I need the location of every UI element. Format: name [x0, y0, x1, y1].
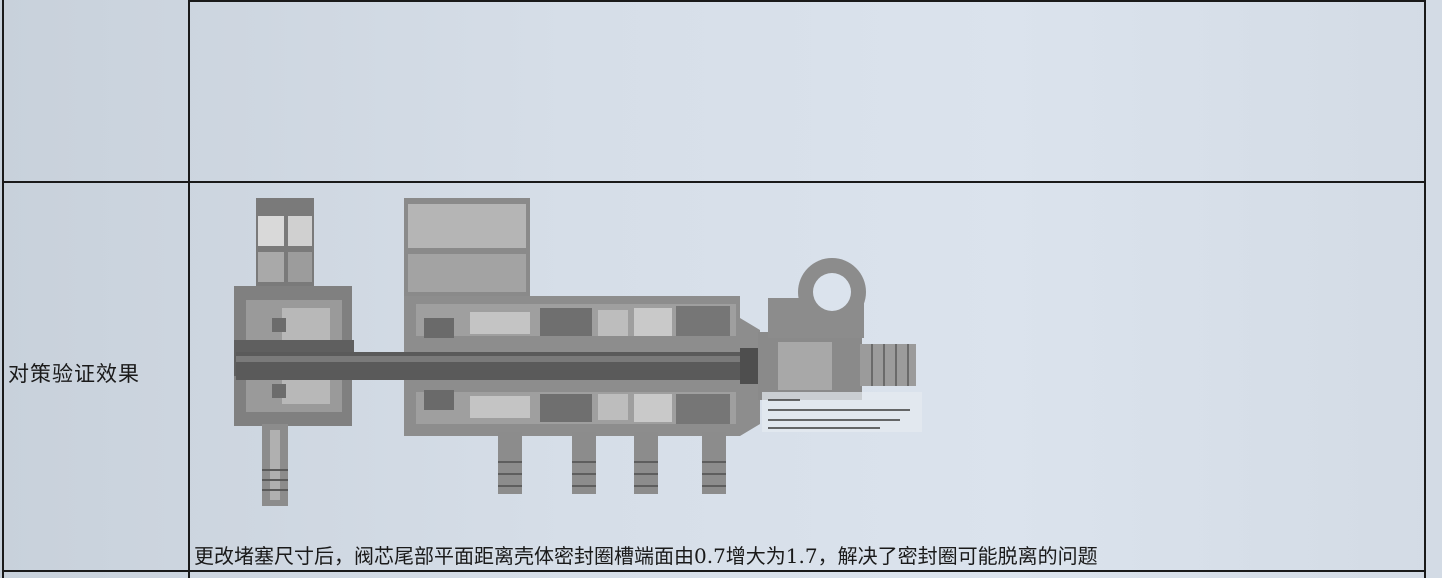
outlet-ports [498, 432, 726, 494]
table-bottom-border [2, 570, 1426, 572]
table-column-divider [188, 0, 190, 578]
valve-spool [236, 348, 776, 384]
table-top-border [190, 0, 1424, 2]
outlet-port-barbs [498, 461, 726, 487]
table-left-border [2, 0, 4, 578]
dimension-annotation [762, 392, 922, 432]
right-fitting [758, 258, 916, 400]
result-caption: 更改堵塞尺寸后，阀芯尾部平面距离壳体密封圈槽端面由0.7增大为1.7，解决了密封… [194, 544, 1098, 568]
table-right-border [1424, 0, 1426, 578]
row-label: 对策验证效果 [8, 362, 140, 386]
main-housing [404, 198, 760, 436]
table-row-divider [2, 181, 1426, 183]
